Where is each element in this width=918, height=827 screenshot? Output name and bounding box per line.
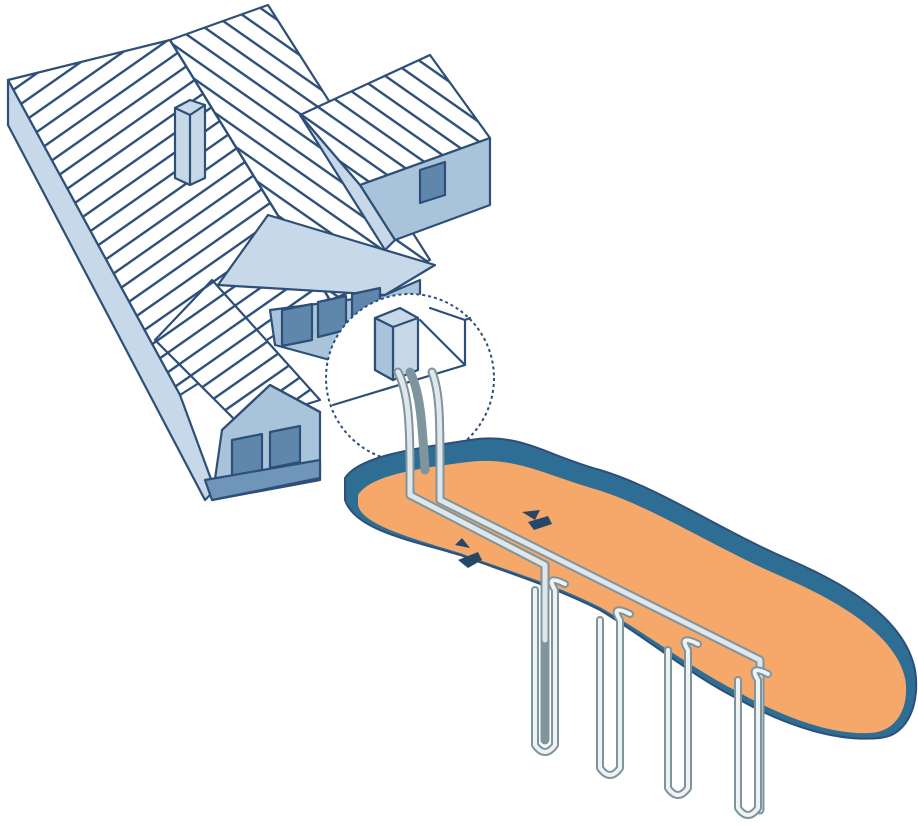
borehole-loop-2 — [600, 610, 630, 775]
borehole-loop-inner-2 — [600, 610, 630, 775]
borehole-loop-inner-1 — [535, 580, 565, 752]
wing-window — [420, 162, 445, 203]
borehole-loop-1 — [535, 580, 565, 752]
ground-slab — [345, 438, 916, 738]
